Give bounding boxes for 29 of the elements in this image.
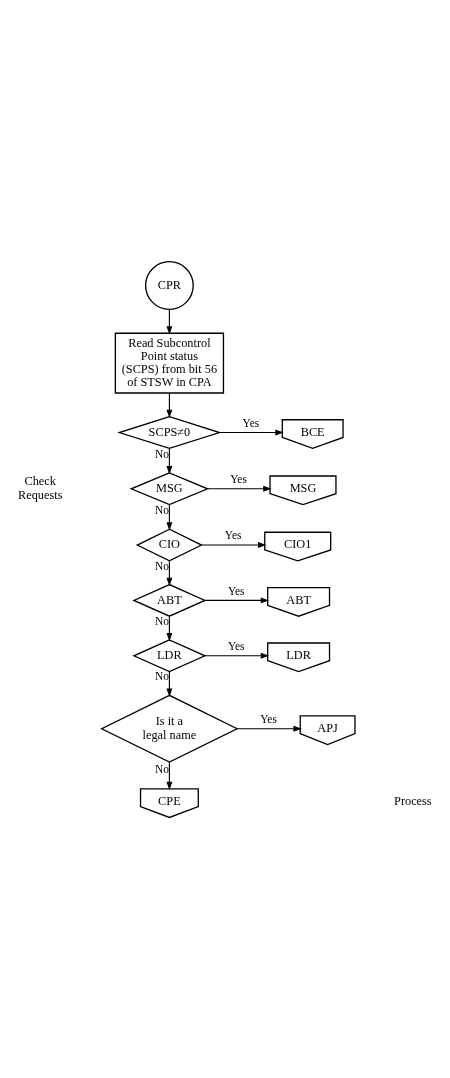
arrow [204,652,270,659]
edge-label: No [154,503,169,516]
edge-label: Yes [224,528,242,541]
node-diamond: SCPS≠0 [117,415,222,449]
edge-label: No [154,559,169,571]
edge-label: No [154,614,169,627]
node-diamond: LDR [132,638,207,672]
arrow [236,725,302,732]
node-diamond: Is it a legal name [100,694,239,763]
label: Check Requests [18,473,63,502]
edge-label: Yes [230,472,247,485]
arrow [166,761,173,790]
arrow [201,541,267,548]
edge-label: No [154,762,169,775]
edge-label: Yes [227,639,245,652]
arrow [218,429,284,435]
node-circle: CPR [144,260,194,310]
arrow [207,485,272,492]
edge-label: Yes [242,416,260,429]
edge-label: Yes [227,584,245,597]
label: Process [394,793,432,808]
node-diamond: MSG [129,471,210,505]
edge-label: No [154,669,169,682]
arrow [204,596,270,603]
node-box: Read Subcontrol Point status (SCPS) from bit 56 of STSW in CPA [114,332,225,394]
node-diamond: CIO [135,528,203,562]
edge-label: No [154,447,169,460]
node-diamond: ABT [132,583,207,617]
edge-label: Yes [260,712,277,725]
